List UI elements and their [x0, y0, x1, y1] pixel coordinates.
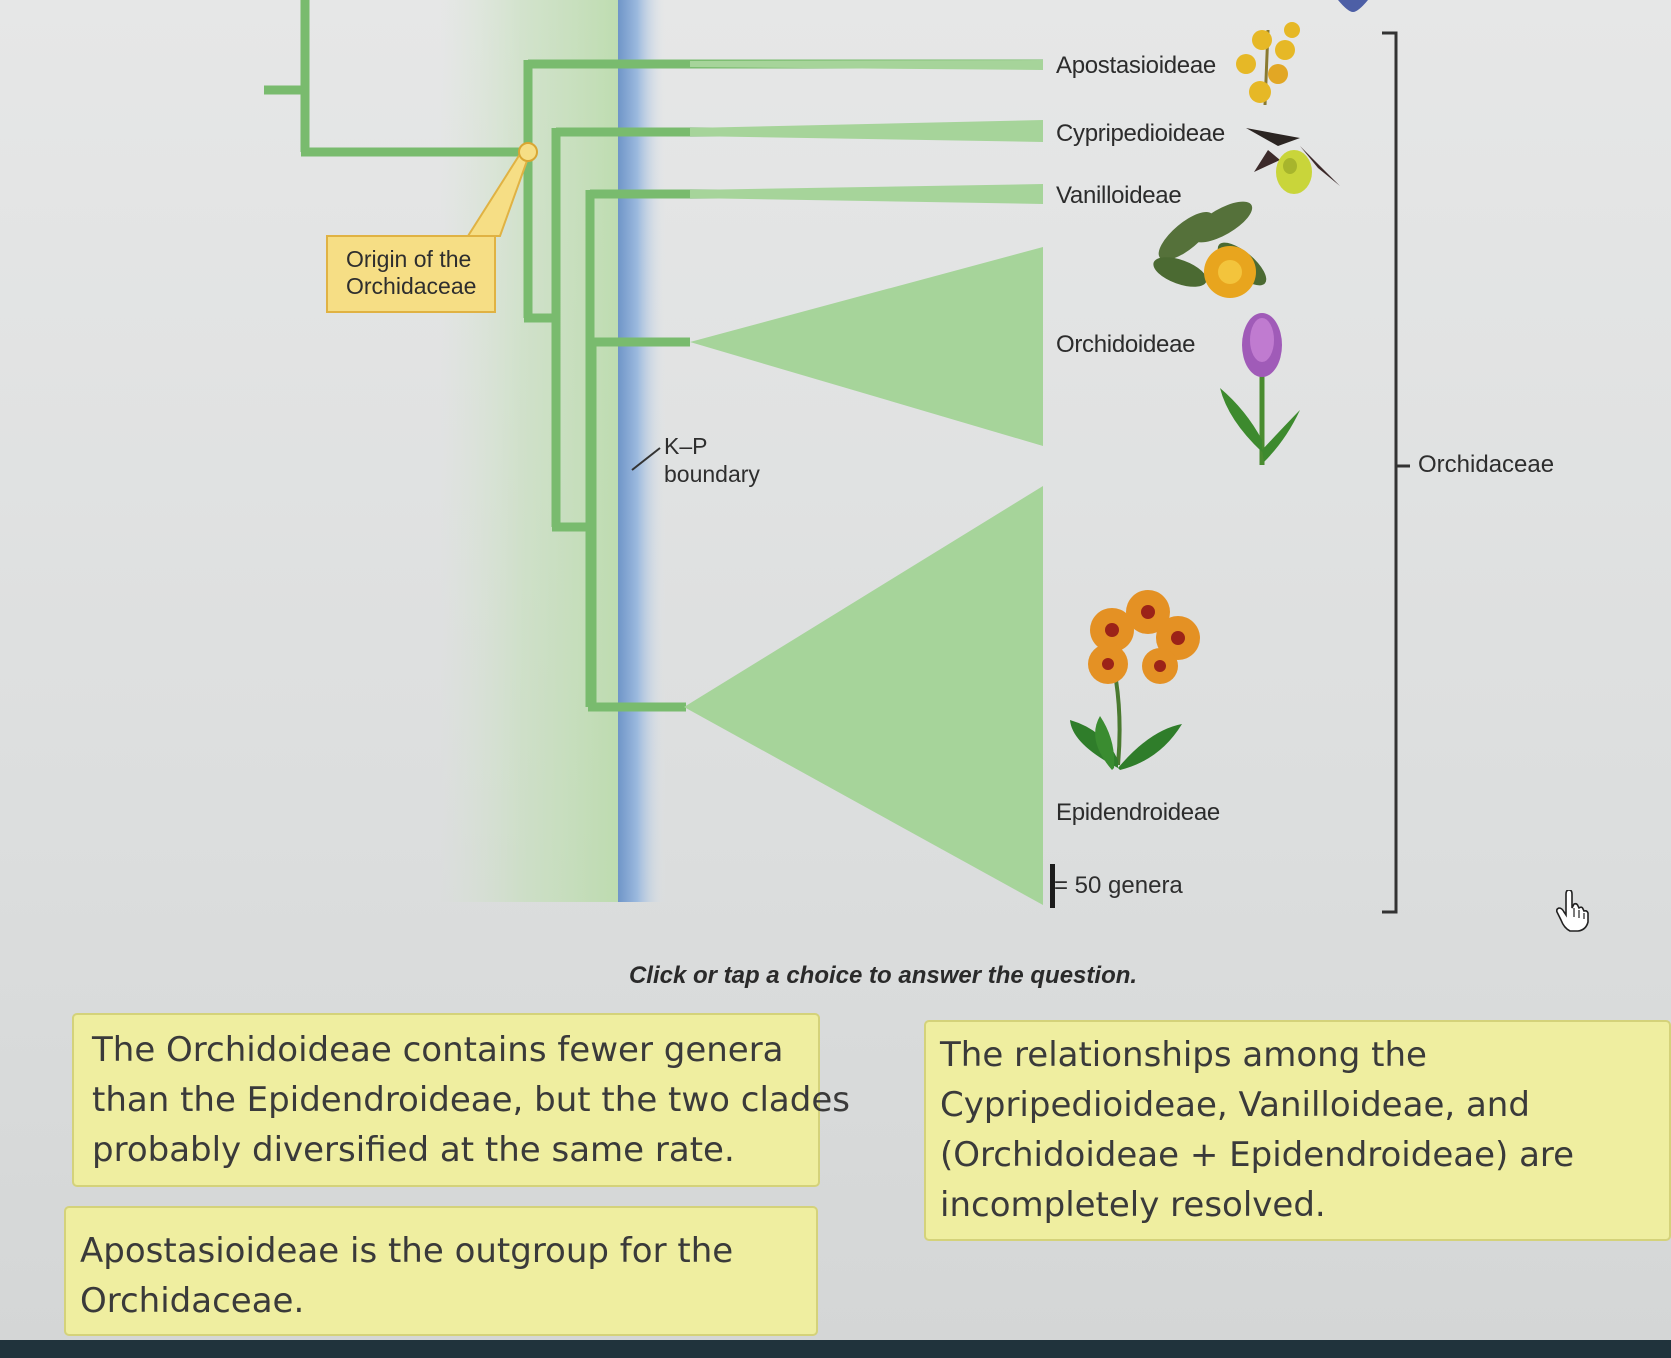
kp-boundary-band: [618, 0, 666, 902]
orchidoideae-wedge: [690, 247, 1043, 446]
apostasioideae-wedge: [690, 60, 1043, 70]
bottom-taskbar-strip: [0, 1340, 1671, 1358]
cypripedioideae-flower-icon: [1246, 128, 1340, 194]
clade-label-vanilloideae: Vanilloideae: [1056, 182, 1182, 209]
choice-2-line-3: (Orchidoideae + Epidendroideae) are: [940, 1135, 1575, 1175]
choice-2-line-2: Cypripedioideae, Vanilloideae, and: [940, 1085, 1530, 1125]
hand-pointer-icon: [1556, 890, 1589, 932]
choice-3-line-1: Apostasioideae is the outgroup for the: [80, 1231, 734, 1271]
clade-label-orchidoideae: Orchidoideae: [1056, 331, 1196, 358]
family-label-orchidaceae: Orchidaceae: [1418, 451, 1555, 478]
choice-1-line-3: probably diversified at the same rate.: [92, 1130, 735, 1170]
top-marker-icon: [1338, 0, 1368, 12]
cypripedioideae-wedge: [690, 120, 1043, 142]
answer-choice-3[interactable]: Apostasioideae is the outgroup for the O…: [64, 1206, 818, 1336]
apostasioideae-flower-icon: [1236, 22, 1300, 106]
origin-node: [518, 142, 538, 162]
clade-label-epidendroideae: Epidendroideae: [1056, 799, 1220, 826]
orchidaceae-bracket: [1382, 31, 1398, 914]
clade-label-apostasioideae: Apostasioideae: [1056, 52, 1216, 79]
kp-pointer-line: [631, 447, 661, 471]
choice-1-line-2: than the Epidendroideae, but the two cla…: [92, 1080, 850, 1120]
question-prompt: Click or tap a choice to answer the ques…: [628, 962, 1138, 989]
choice-1-line-1: The Orchidoideae contains fewer genera: [92, 1030, 784, 1070]
clade-label-cypripedioideae: Cypripedioideae: [1056, 120, 1225, 147]
origin-of-orchidaceae-callout: Origin of the Orchidaceae: [326, 235, 496, 313]
orchidoideae-flower-icon: [1220, 313, 1300, 465]
phylogeny-figure: Apostasioideae Cypripedioideae Vanilloid…: [264, 0, 1555, 914]
kp-boundary-label: K–P boundary: [664, 432, 760, 488]
answer-choice-1[interactable]: The Orchidoideae contains fewer genera t…: [72, 1013, 850, 1187]
choice-2-line-1: The relationships among the: [940, 1035, 1427, 1075]
epidendroideae-wedge: [684, 486, 1043, 905]
origin-label-line2: Orchidaceae: [346, 273, 477, 299]
vanilloideae-wedge: [690, 184, 1043, 204]
choice-3-line-2: Orchidaceae.: [80, 1281, 305, 1321]
scale-bar: [1050, 864, 1055, 908]
vanilloideae-flower-icon: [1153, 201, 1267, 298]
scale-label: = 50 genera: [1054, 872, 1183, 899]
phylogeny-tree: [264, 0, 1410, 914]
choice-2-line-4: incompletely resolved.: [940, 1185, 1326, 1225]
epidendroideae-flower-icon: [1070, 590, 1200, 770]
origin-label-line1: Origin of the: [346, 246, 472, 272]
kp-label-line1: K–P: [664, 433, 708, 459]
answer-choice-2[interactable]: The relationships among the Cypripedioid…: [924, 1020, 1671, 1241]
kp-label-line2: boundary: [664, 461, 760, 487]
